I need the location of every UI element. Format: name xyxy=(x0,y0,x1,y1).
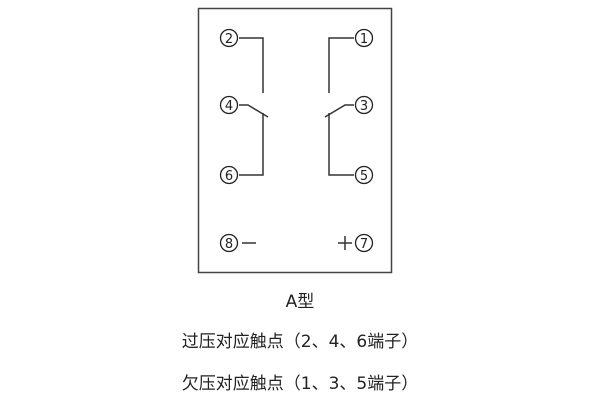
plus-sign xyxy=(338,236,352,250)
relay-type-label: A型 xyxy=(285,292,315,312)
svg-text:2: 2 xyxy=(225,32,233,47)
terminal-2: 2 xyxy=(219,28,239,48)
over-voltage-caption: 过压对应触点（2、4、6端子） xyxy=(181,332,419,352)
svg-text:7: 7 xyxy=(360,237,368,252)
svg-text:5: 5 xyxy=(360,169,368,184)
terminal-5: 5 xyxy=(354,165,374,185)
terminal-1: 1 xyxy=(354,28,374,48)
svg-text:3: 3 xyxy=(360,99,368,114)
svg-text:6: 6 xyxy=(225,169,233,184)
svg-text:1: 1 xyxy=(360,32,368,47)
over-voltage-contact xyxy=(239,37,269,176)
svg-text:4: 4 xyxy=(225,99,233,114)
terminal-7: 7 xyxy=(354,233,374,253)
relay-terminal-diagram: 2 1 4 3 6 5 8 7 xyxy=(197,7,393,274)
under-voltage-contact xyxy=(324,37,354,176)
relay-housing-box xyxy=(197,7,393,274)
under-voltage-caption: 欠压对应触点（1、3、5端子） xyxy=(181,374,419,394)
terminal-6: 6 xyxy=(219,165,239,185)
terminal-3: 3 xyxy=(354,95,374,115)
terminal-4: 4 xyxy=(219,95,239,115)
terminal-8: 8 xyxy=(219,233,239,253)
svg-text:8: 8 xyxy=(225,237,233,252)
